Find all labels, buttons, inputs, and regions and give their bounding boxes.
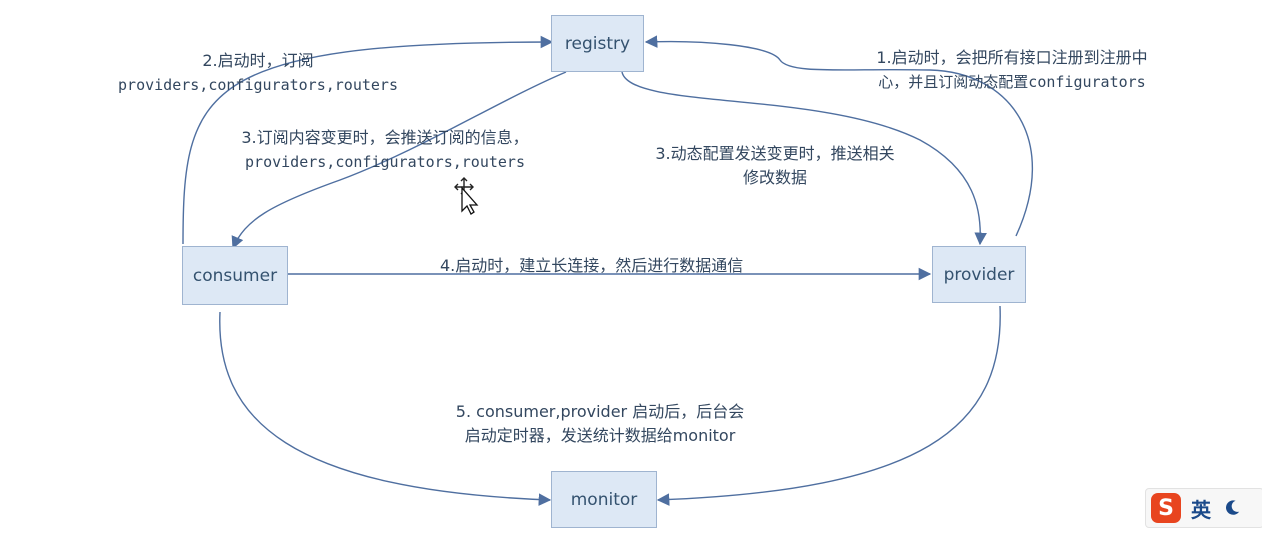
label-step4: 4.启动时，建立长连接，然后进行数据通信: [440, 256, 744, 275]
label-step1-line1: 1.启动时，会把所有接口注册到注册中: [876, 48, 1148, 67]
label-step3-consumer-line2: providers,configurators,routers: [245, 153, 525, 171]
arrow-consumer-subscribes: [182, 35, 554, 245]
arrow-registry-notifies-provider: [621, 71, 987, 246]
label-step3-provider-line2: 修改数据: [742, 168, 807, 187]
label-step3-consumer: 3.订阅内容变更时，会推送订阅的信息， providers,configurat…: [205, 126, 565, 174]
registry-node: registry: [551, 15, 644, 72]
consumer-node: consumer: [182, 246, 288, 305]
label-step5-line1: 5. consumer,provider 启动后，后台会: [455, 402, 745, 421]
mouse-cursor-icon: [454, 177, 479, 215]
ime-mode-label: 英: [1191, 497, 1211, 522]
label-step2-line1: 2.启动时，订阅: [202, 51, 314, 70]
arrow-provider-registers: [644, 35, 1033, 237]
monitor-node: monitor: [551, 471, 657, 528]
label-step5-line2: 启动定时器，发送统计数据给monitor: [464, 426, 736, 445]
label-step3-provider: 3.动态配置发送变更时，推送相关 修改数据: [615, 142, 935, 190]
arrow-consumer-to-monitor: [219, 311, 552, 506]
label-step1: 1.启动时，会把所有接口注册到注册中 心，并且订阅动态配置configurato…: [832, 46, 1192, 94]
label-step2-line2: providers,configurators,routers: [118, 76, 398, 94]
label-step3-provider-line1: 3.动态配置发送变更时，推送相关: [655, 144, 895, 163]
ime-indicator[interactable]: S 英: [1145, 488, 1262, 528]
arrow-registry-notifies-consumer: [231, 71, 567, 250]
label-step2: 2.启动时，订阅 providers,configurators,routers: [88, 49, 428, 97]
label-step3-consumer-line1: 3.订阅内容变更时，会推送订阅的信息，: [241, 128, 529, 147]
arrow-provider-to-monitor: [656, 305, 1001, 506]
provider-node: provider: [932, 246, 1026, 303]
label-step5: 5. consumer,provider 启动后，后台会 启动定时器，发送统计数…: [420, 400, 780, 448]
label-step1-line2: 心，并且订阅动态配置configurators: [878, 73, 1146, 91]
moon-icon: [1226, 500, 1240, 515]
sogou-logo-icon: S: [1151, 493, 1181, 523]
